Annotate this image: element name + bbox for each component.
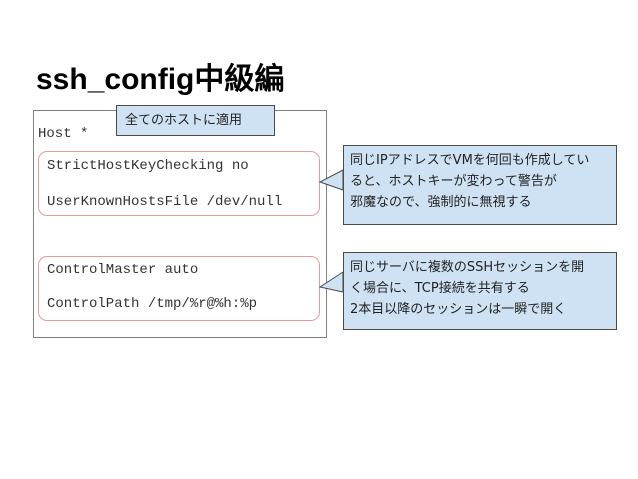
config-line-control-path: ControlPath /tmp/%r@%h:%p (47, 296, 258, 312)
host-line: Host * (38, 126, 89, 142)
config-group-1 (38, 151, 320, 216)
config-box (33, 110, 327, 338)
config-line-strict-host-key-checking: StrictHostKeyChecking no (47, 158, 249, 174)
callout-host-key-line-1: 同じIPアドレスでVMを何回も作成してい (350, 153, 590, 168)
config-group-2 (38, 256, 320, 321)
callout-control-master-line-3: 2本目以降のセッションは一瞬で開く (350, 302, 567, 317)
config-line-user-known-hosts-file: UserKnownHostsFile /dev/null (47, 194, 283, 210)
callout-control-master-line-1: 同じサーバに複数のSSHセッションを開 (350, 260, 585, 275)
callout-host-key-line-3: 邪魔なので、強制的に無視する (350, 195, 532, 210)
callout-host-key-line-2: ると、ホストキーが変わって警告が (350, 174, 557, 189)
callout-control-master-line-2: く場合に、TCP接続を共有する (350, 281, 530, 296)
callout-host-key: 同じIPアドレスでVMを何回も作成してい ると、ホストキーが変わって警告が 邪魔… (343, 145, 617, 225)
slide-title: ssh_config中級編 (36, 63, 285, 96)
callout-control-master: 同じサーバに複数のSSHセッションを開 く場合に、TCP接続を共有する 2本目以… (343, 252, 617, 330)
config-line-control-master: ControlMaster auto (47, 262, 199, 278)
callout-2-pointer (318, 271, 344, 293)
callout-all-hosts: 全てのホストに適用 (116, 105, 275, 136)
callout-1-pointer (318, 169, 344, 191)
callout-all-hosts-text: 全てのホストに適用 (125, 113, 243, 128)
